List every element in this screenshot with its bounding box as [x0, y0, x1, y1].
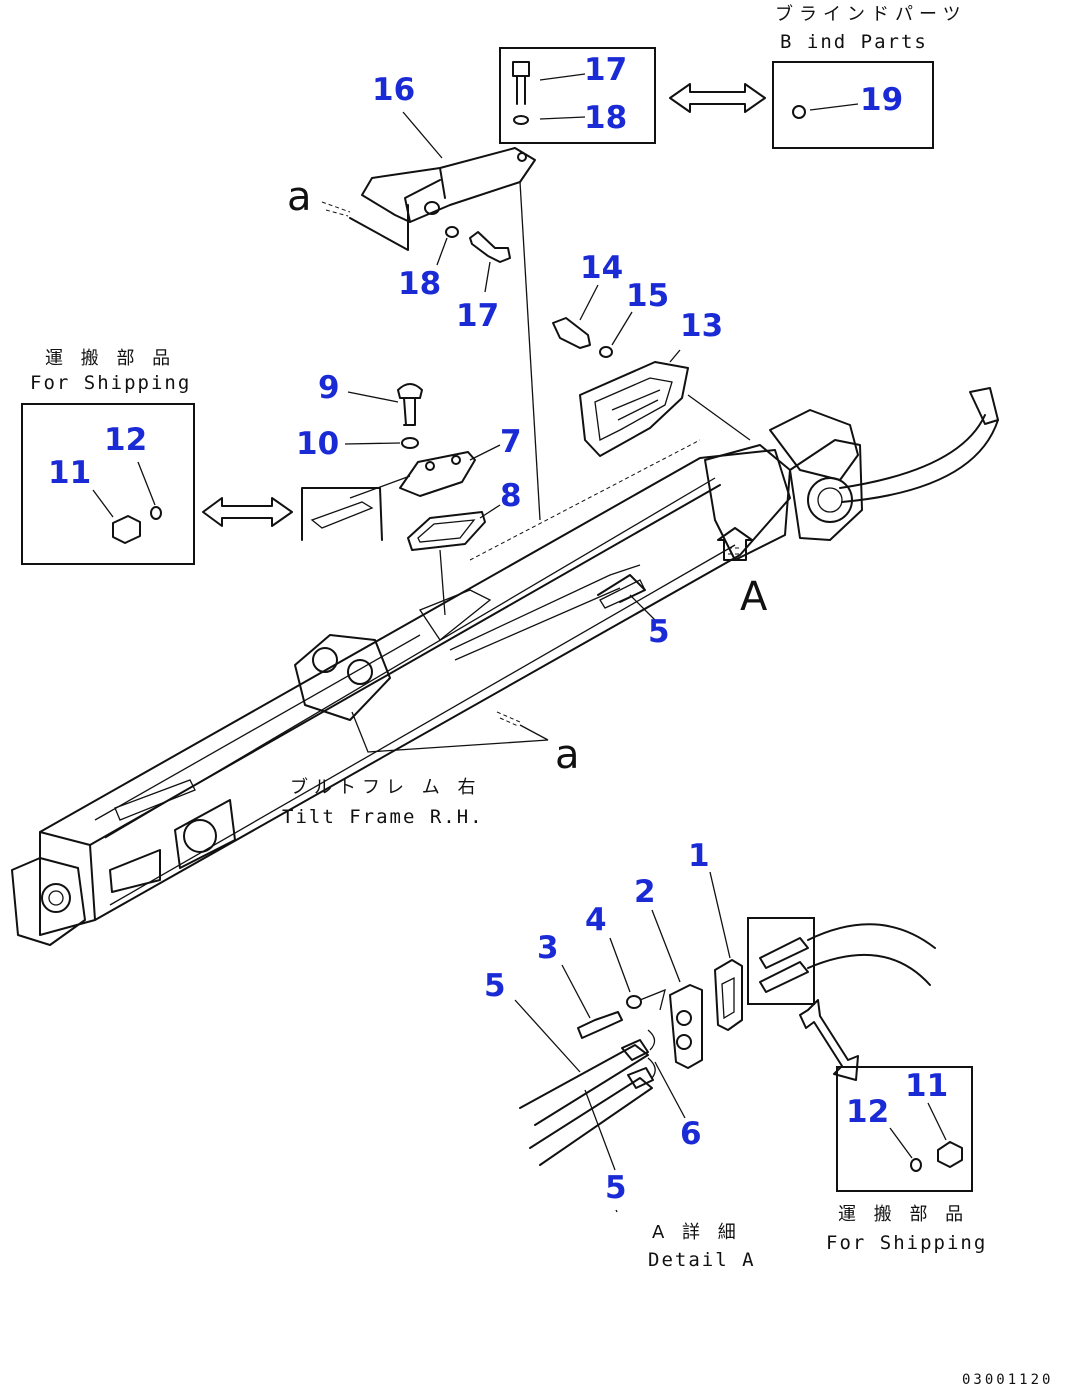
view-a-upper-label: a	[287, 174, 312, 220]
hose-bundle-detail	[747, 917, 936, 1005]
callout-17-top: 17	[584, 52, 627, 88]
bolt-14	[552, 317, 591, 349]
callout-3: 3	[537, 930, 559, 966]
double-arrow-left-icon	[202, 497, 293, 527]
callout-5-frame: 5	[648, 614, 670, 650]
blind-parts-en-caption: B ind Parts	[780, 31, 928, 53]
callout-18-top: 18	[584, 100, 627, 136]
tilt-frame-right	[11, 387, 999, 946]
callout-5-detail-lower: 5	[605, 1170, 627, 1206]
blind-parts-box	[772, 61, 934, 149]
callout-2: 2	[634, 874, 656, 910]
double-arrow-icon	[669, 83, 766, 113]
callout-1: 1	[688, 838, 710, 874]
callout-12-right: 12	[846, 1094, 889, 1130]
callout-14: 14	[580, 250, 623, 286]
flange-2	[669, 984, 703, 1069]
callout-16: 16	[372, 72, 415, 108]
detail-a-hoses	[519, 1039, 654, 1166]
shipping-right-jp-caption: 運 搬 部 品	[838, 1204, 969, 1225]
bracket-13	[579, 361, 689, 457]
callout-11-right: 11	[905, 1068, 948, 1104]
hose-section	[301, 487, 383, 541]
callout-19: 19	[860, 82, 903, 118]
shipping-right-en-caption: For Shipping	[826, 1232, 987, 1254]
cover-plate-16	[361, 147, 536, 223]
callout-12-left: 12	[104, 422, 147, 458]
blind-parts-jp-caption: ブラインドパーツ	[775, 3, 967, 25]
drawing-code: 03001120	[962, 1372, 1053, 1388]
shipping-left-en-caption: For Shipping	[30, 372, 191, 394]
callout-9: 9	[318, 370, 340, 406]
bolt-washer-box	[499, 47, 656, 144]
callout-10: 10	[296, 426, 339, 462]
gasket-8	[407, 511, 486, 551]
shipping-left-jp-caption: 運 搬 部 品	[45, 348, 176, 369]
bolt-3	[577, 1011, 623, 1039]
callout-5-detail-upper: 5	[484, 968, 506, 1004]
bolt-17-lower	[469, 231, 511, 263]
plate-7	[349, 451, 476, 499]
callout-17-lower: 17	[456, 298, 499, 334]
tilt-frame-jp-caption: ブルトフレ ム 右	[290, 776, 481, 798]
tilt-frame-en-caption: Tilt Frame R.H.	[282, 806, 484, 828]
callout-4: 4	[585, 902, 607, 938]
gasket-1	[714, 959, 743, 1031]
callout-11-left: 11	[48, 455, 91, 491]
view-a-lower-label: a	[555, 732, 580, 778]
callout-7: 7	[500, 424, 522, 460]
shipping-box-right	[836, 1066, 973, 1192]
callout-18-lower: 18	[398, 266, 441, 302]
callout-15: 15	[626, 278, 669, 314]
view-a-arrow-icon	[717, 527, 753, 561]
o-ring-6	[639, 988, 666, 1079]
callout-6: 6	[680, 1116, 702, 1152]
detail-a-jp-caption: A 詳 細	[652, 1222, 742, 1243]
callout-13: 13	[680, 308, 723, 344]
bolt-9	[397, 383, 423, 426]
view-A-label: A	[740, 574, 768, 620]
detail-a-en-caption: Detail A	[648, 1249, 756, 1271]
shipping-box-left	[21, 403, 195, 565]
callout-8: 8	[500, 478, 522, 514]
